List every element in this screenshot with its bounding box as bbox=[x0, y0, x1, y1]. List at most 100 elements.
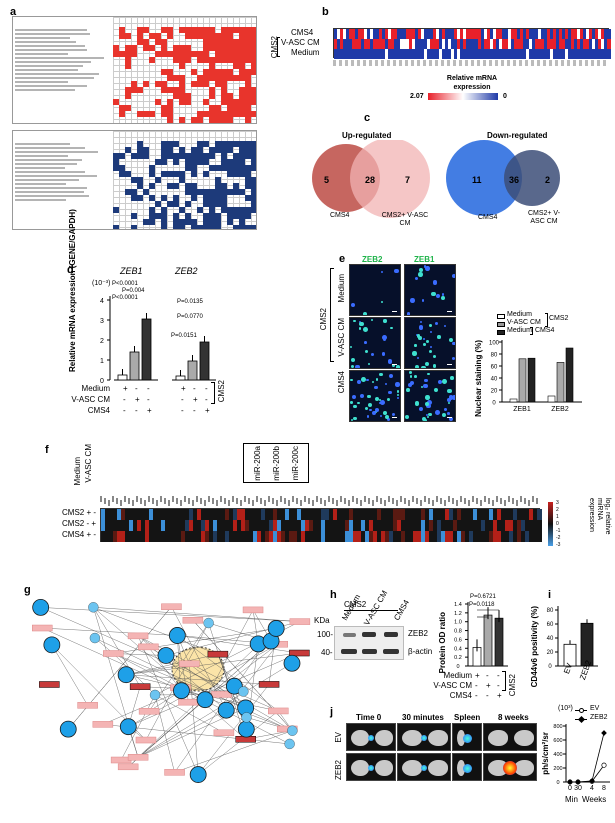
heatmap-cell bbox=[473, 531, 478, 542]
heatmap-cell bbox=[457, 520, 462, 531]
network-edge bbox=[126, 652, 300, 675]
heatmap-cell bbox=[173, 531, 178, 542]
grid-cell bbox=[251, 45, 256, 51]
gene-node bbox=[241, 712, 252, 723]
grid-cell bbox=[125, 171, 131, 177]
bar bbox=[175, 375, 186, 381]
grid-cell bbox=[161, 81, 167, 87]
mirna-node bbox=[138, 643, 159, 651]
heatmap-cell bbox=[367, 49, 371, 59]
heatmap-cell bbox=[105, 509, 110, 520]
heatmap-cell bbox=[484, 49, 488, 59]
heatmap-cell bbox=[333, 509, 338, 520]
grid-cell bbox=[215, 75, 221, 81]
grid-cell bbox=[239, 159, 245, 165]
heatmap-cell bbox=[165, 509, 170, 520]
grid-cell bbox=[203, 171, 209, 177]
heatmap-cell bbox=[352, 39, 356, 49]
legend-item: Medium bbox=[507, 327, 532, 334]
grid-cell bbox=[221, 195, 227, 201]
heatmap-cell bbox=[105, 531, 110, 542]
heatmap-cell bbox=[513, 531, 518, 542]
go-term bbox=[15, 167, 65, 169]
grid-cell bbox=[245, 183, 251, 189]
heatmap-cell bbox=[309, 531, 314, 542]
condition-sign: - bbox=[135, 384, 138, 393]
heatmap-cell bbox=[397, 520, 402, 531]
heatmap-cell bbox=[505, 29, 509, 39]
heatmap-cell bbox=[397, 531, 402, 542]
heatmap-cell bbox=[441, 520, 446, 531]
grid-cell bbox=[149, 195, 155, 201]
heatmap-cell bbox=[521, 531, 526, 542]
heatmap-cell bbox=[532, 49, 536, 59]
grid-cell bbox=[173, 171, 179, 177]
grid-cell bbox=[167, 171, 173, 177]
heatmap-cell bbox=[403, 49, 407, 59]
heatmap-cell bbox=[513, 520, 518, 531]
condition-sign: + bbox=[147, 406, 152, 415]
x-tick-label: ZEB2 bbox=[551, 406, 569, 413]
heatmap-cell bbox=[197, 531, 202, 542]
bar bbox=[141, 318, 152, 381]
network-edge bbox=[189, 663, 199, 775]
grid-cell bbox=[245, 99, 251, 105]
heatmap-cell bbox=[343, 29, 347, 39]
grid-cell bbox=[161, 219, 167, 225]
row-label: V-ASC CM bbox=[337, 318, 346, 357]
heatmap-cell bbox=[361, 39, 365, 49]
heatmap-cell bbox=[340, 29, 344, 39]
condition-label: CMS4 bbox=[449, 691, 472, 700]
y-tick-label: 100 bbox=[489, 341, 500, 347]
network-edge bbox=[174, 628, 277, 773]
legend-title: Relative mRNA expression bbox=[446, 75, 498, 91]
grid-cell bbox=[203, 75, 209, 81]
y-tick-label: 0 bbox=[548, 664, 552, 670]
grid-cell bbox=[245, 171, 251, 177]
heatmap-cell bbox=[505, 39, 509, 49]
gene-node bbox=[225, 677, 243, 695]
grid-cell bbox=[227, 207, 233, 213]
gene-node bbox=[173, 682, 190, 700]
condition-sign: - bbox=[181, 406, 184, 415]
gene-title: ZEB2 bbox=[175, 266, 198, 276]
heatmap-cell bbox=[427, 39, 431, 49]
grid-cell bbox=[245, 33, 251, 39]
heatmap-cell bbox=[217, 520, 222, 531]
heatmap-cell bbox=[377, 531, 382, 542]
heatmap-cell bbox=[502, 49, 506, 59]
grid-cell bbox=[119, 111, 125, 117]
heatmap-cell bbox=[481, 520, 486, 531]
heatmap-cell bbox=[537, 509, 542, 520]
heatmap-cell bbox=[469, 509, 474, 520]
mirna-node bbox=[289, 649, 310, 657]
network-edge bbox=[198, 710, 279, 775]
grid-cell bbox=[155, 33, 161, 39]
condition-sign: - bbox=[123, 395, 126, 404]
heatmap-cell bbox=[373, 520, 378, 531]
heatmap-cell bbox=[448, 49, 452, 59]
heatmap-cell bbox=[377, 520, 382, 531]
grid-cell bbox=[179, 171, 185, 177]
heatmap-cell bbox=[442, 49, 446, 59]
mirna-gene-network bbox=[32, 598, 311, 783]
grid-cell bbox=[227, 27, 233, 33]
heatmap-cell bbox=[369, 520, 374, 531]
grid-cell bbox=[185, 51, 191, 57]
grid-cell bbox=[215, 33, 221, 39]
heatmap-cell bbox=[385, 29, 389, 39]
panel-c-label: c bbox=[364, 112, 371, 124]
heatmap-cell bbox=[421, 49, 425, 59]
y-axis-label: ph/s/cm²/sr bbox=[541, 732, 550, 775]
gene-node bbox=[237, 720, 255, 738]
heatmap-cell bbox=[377, 509, 382, 520]
micrograph-zeb2-medium bbox=[349, 264, 401, 316]
heatmap-cell bbox=[133, 520, 138, 531]
heatmap-cell bbox=[349, 531, 354, 542]
heatmap-cell bbox=[463, 39, 467, 49]
heatmap-cell bbox=[297, 520, 302, 531]
heatmap-cell bbox=[333, 531, 338, 542]
grid-cell bbox=[233, 57, 239, 63]
heatmap-cell bbox=[421, 520, 426, 531]
gene-node bbox=[32, 598, 50, 616]
